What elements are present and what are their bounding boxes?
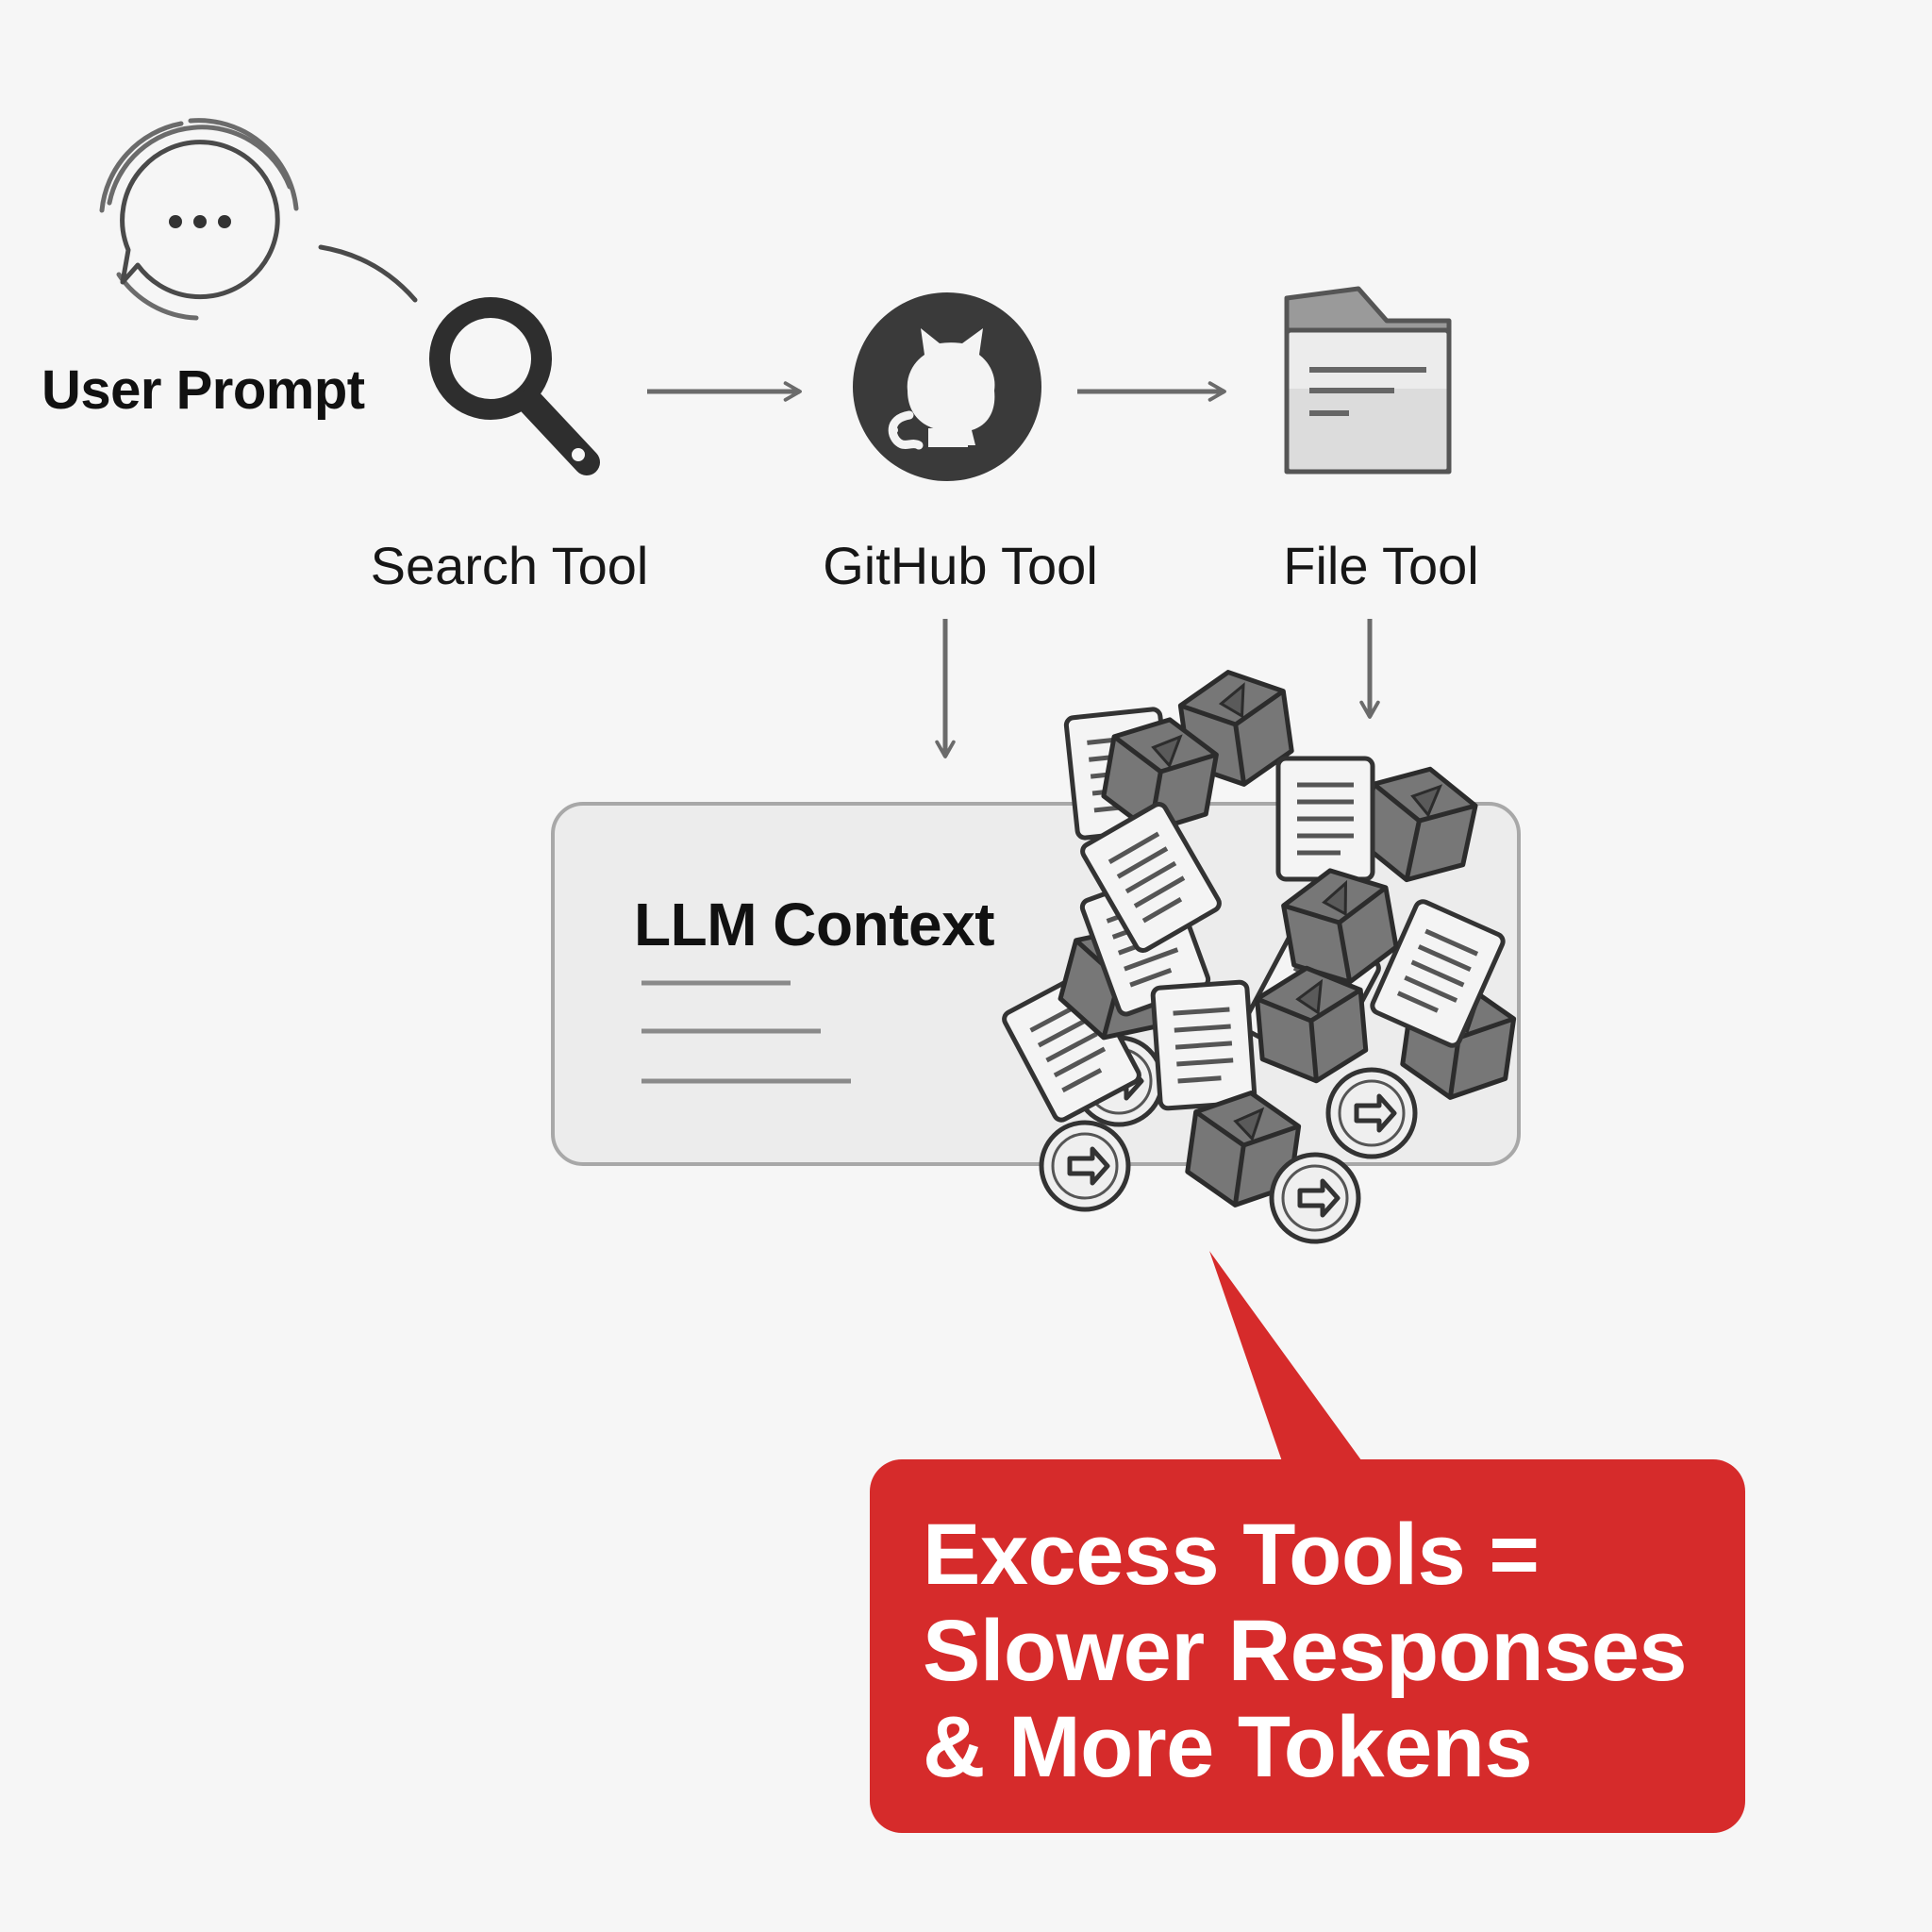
doc-icon (1278, 758, 1373, 879)
coin-icon (1272, 1155, 1358, 1241)
github-icon (853, 292, 1041, 481)
warning-callout: Excess Tools = Slower Responses & More T… (870, 1459, 1745, 1833)
callout-line-3: & More Tokens (923, 1699, 1533, 1795)
llm-context-panel (551, 802, 1521, 1166)
file-tool-label: File Tool (1283, 536, 1479, 595)
doc-icon (1153, 982, 1256, 1109)
search-tool-label: Search Tool (370, 536, 649, 595)
coin-icon (1041, 1123, 1128, 1209)
coin-icon (1328, 1070, 1415, 1157)
callout-line-2: Slower Responses (923, 1603, 1688, 1699)
magnifier-icon (429, 297, 600, 475)
llm-context-title: LLM Context (634, 891, 995, 958)
callout-pointer (1209, 1251, 1364, 1464)
github-tool-label: GitHub Tool (823, 536, 1098, 595)
user-prompt-label: User Prompt (42, 359, 365, 421)
chat-bubble-icon (99, 118, 299, 321)
folder-document-icon (1284, 286, 1452, 475)
prompt-connector (318, 244, 418, 303)
callout-line-1: Excess Tools = (923, 1507, 1540, 1603)
